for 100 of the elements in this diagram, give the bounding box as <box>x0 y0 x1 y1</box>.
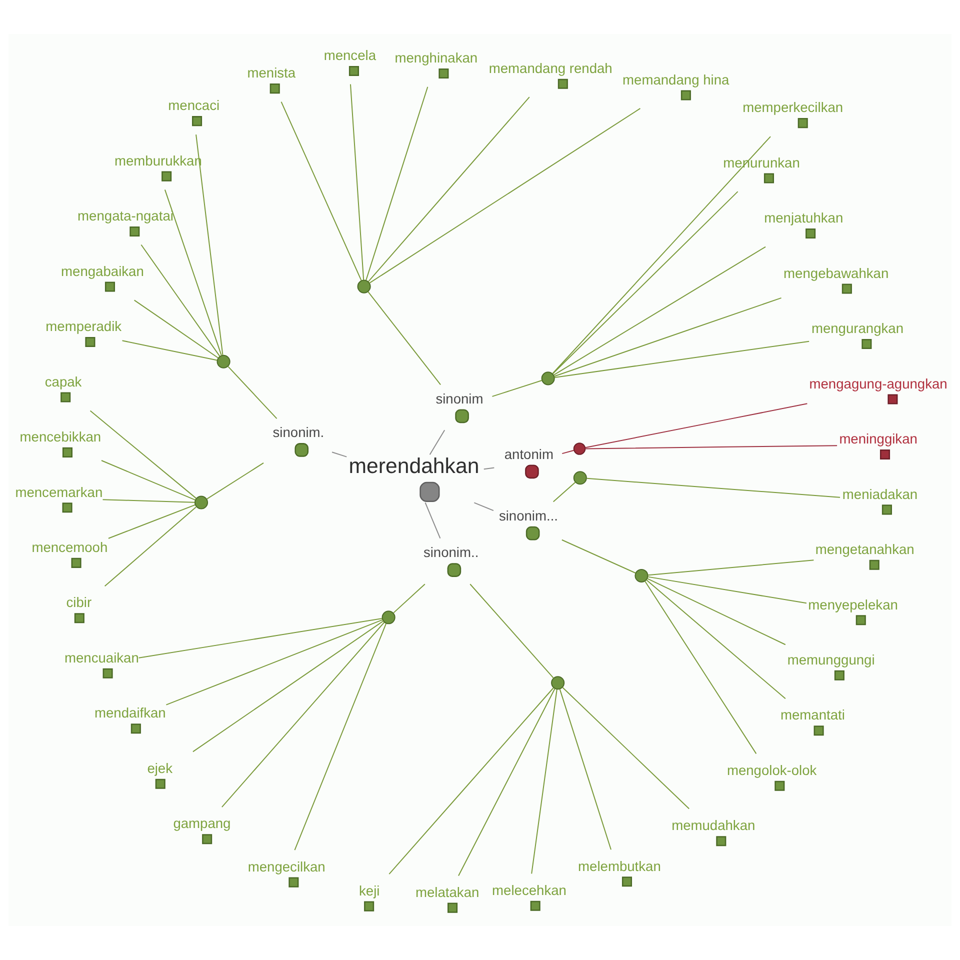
node-circle <box>194 496 208 510</box>
connector <box>388 687 554 874</box>
node-label: keji <box>359 883 380 898</box>
connector <box>140 244 220 357</box>
node-label: meniadakan <box>842 486 918 502</box>
connector <box>559 689 612 850</box>
connector <box>228 366 278 419</box>
connector <box>138 618 382 658</box>
node-label: melembutkan <box>578 858 661 874</box>
node-label: memudahkan <box>672 818 756 834</box>
connector <box>122 340 218 361</box>
node-label: memunggungi <box>787 652 875 668</box>
connector <box>648 576 807 604</box>
connector <box>647 578 786 646</box>
node-label: gampang <box>173 816 231 832</box>
node-label: mengabaikan <box>61 264 144 279</box>
node-label: mencemooh <box>32 540 108 555</box>
connector <box>368 291 441 385</box>
connector <box>104 506 196 587</box>
node-label: mengagung-agungkan <box>809 376 948 392</box>
node-circle <box>551 676 565 690</box>
connector <box>196 134 224 355</box>
connector <box>552 191 738 374</box>
node-label: mengurangkan <box>811 321 904 336</box>
node-label: melecehkan <box>492 882 566 898</box>
node-label: capak <box>44 374 82 390</box>
node-label: sinonim <box>436 391 484 406</box>
connector <box>429 430 446 455</box>
node-label: sinonim... <box>498 508 558 524</box>
connector <box>562 539 636 574</box>
node-circle <box>541 372 555 386</box>
node-label: mencela <box>324 48 376 64</box>
connector <box>484 467 494 470</box>
connector <box>222 622 385 808</box>
node-label: menyepelekan <box>808 597 898 612</box>
node-label: merendahkan <box>348 454 480 478</box>
connector <box>554 246 766 376</box>
connector <box>294 624 386 850</box>
connector <box>134 300 219 358</box>
connector <box>531 689 558 874</box>
connector <box>586 478 840 498</box>
connector <box>648 560 814 576</box>
node-label: menghinakan <box>394 50 478 66</box>
node-label: ejek <box>147 760 173 776</box>
node-label: memperkecilkan <box>742 100 844 116</box>
connector <box>562 687 690 810</box>
node-label: mengata-ngatai <box>78 208 174 224</box>
connector <box>164 190 222 356</box>
node-label: mendaifkan <box>94 706 166 721</box>
connector <box>90 410 197 499</box>
connector <box>644 580 757 754</box>
node-circle <box>573 442 586 455</box>
node-label: mengetanahkan <box>815 542 914 557</box>
node-circle <box>634 568 648 582</box>
node-circle <box>216 354 230 368</box>
node-label: mencuaikan <box>64 650 139 666</box>
connector <box>350 84 364 280</box>
node-label: mencaci <box>168 98 220 114</box>
node-label: meninggikan <box>839 432 918 447</box>
node-circle <box>357 280 371 294</box>
connector <box>553 482 576 502</box>
node-label: melatakan <box>416 884 480 900</box>
node-label: mengolok-olok <box>726 762 817 778</box>
node-circle <box>573 471 587 485</box>
node-label: mencemarkan <box>15 484 103 500</box>
node-label: memandang rendah <box>488 60 612 76</box>
connector <box>646 580 786 700</box>
connector <box>474 502 494 512</box>
connector <box>585 445 838 450</box>
node-label: memperadik <box>46 319 122 334</box>
connector <box>101 460 196 500</box>
connector <box>102 499 195 503</box>
connector <box>562 450 574 454</box>
connector <box>458 688 556 876</box>
connector <box>554 340 810 378</box>
node-label: menista <box>247 66 296 81</box>
connector <box>108 504 196 539</box>
connector <box>552 136 771 374</box>
connector <box>492 380 542 397</box>
connector <box>332 452 347 458</box>
connector <box>192 620 384 752</box>
connector <box>585 403 808 448</box>
node-label: memandang hina <box>622 72 730 88</box>
connector <box>366 86 428 280</box>
connector <box>470 584 554 678</box>
node-label: memantati <box>780 708 845 723</box>
node-label: cibir <box>66 595 92 610</box>
connector <box>206 462 264 500</box>
node-label: antonim <box>504 446 554 462</box>
connector <box>424 502 441 538</box>
node-label: mencebikkan <box>20 430 102 445</box>
connector <box>166 619 383 706</box>
node-label: mengebawahkan <box>784 266 889 281</box>
connector <box>368 96 530 282</box>
connector <box>280 102 362 281</box>
node-label: menjatuhkan <box>764 210 844 226</box>
node-circle <box>382 610 396 624</box>
node-label: sinonim.. <box>423 545 479 560</box>
connector <box>554 297 782 377</box>
connector <box>393 584 426 614</box>
